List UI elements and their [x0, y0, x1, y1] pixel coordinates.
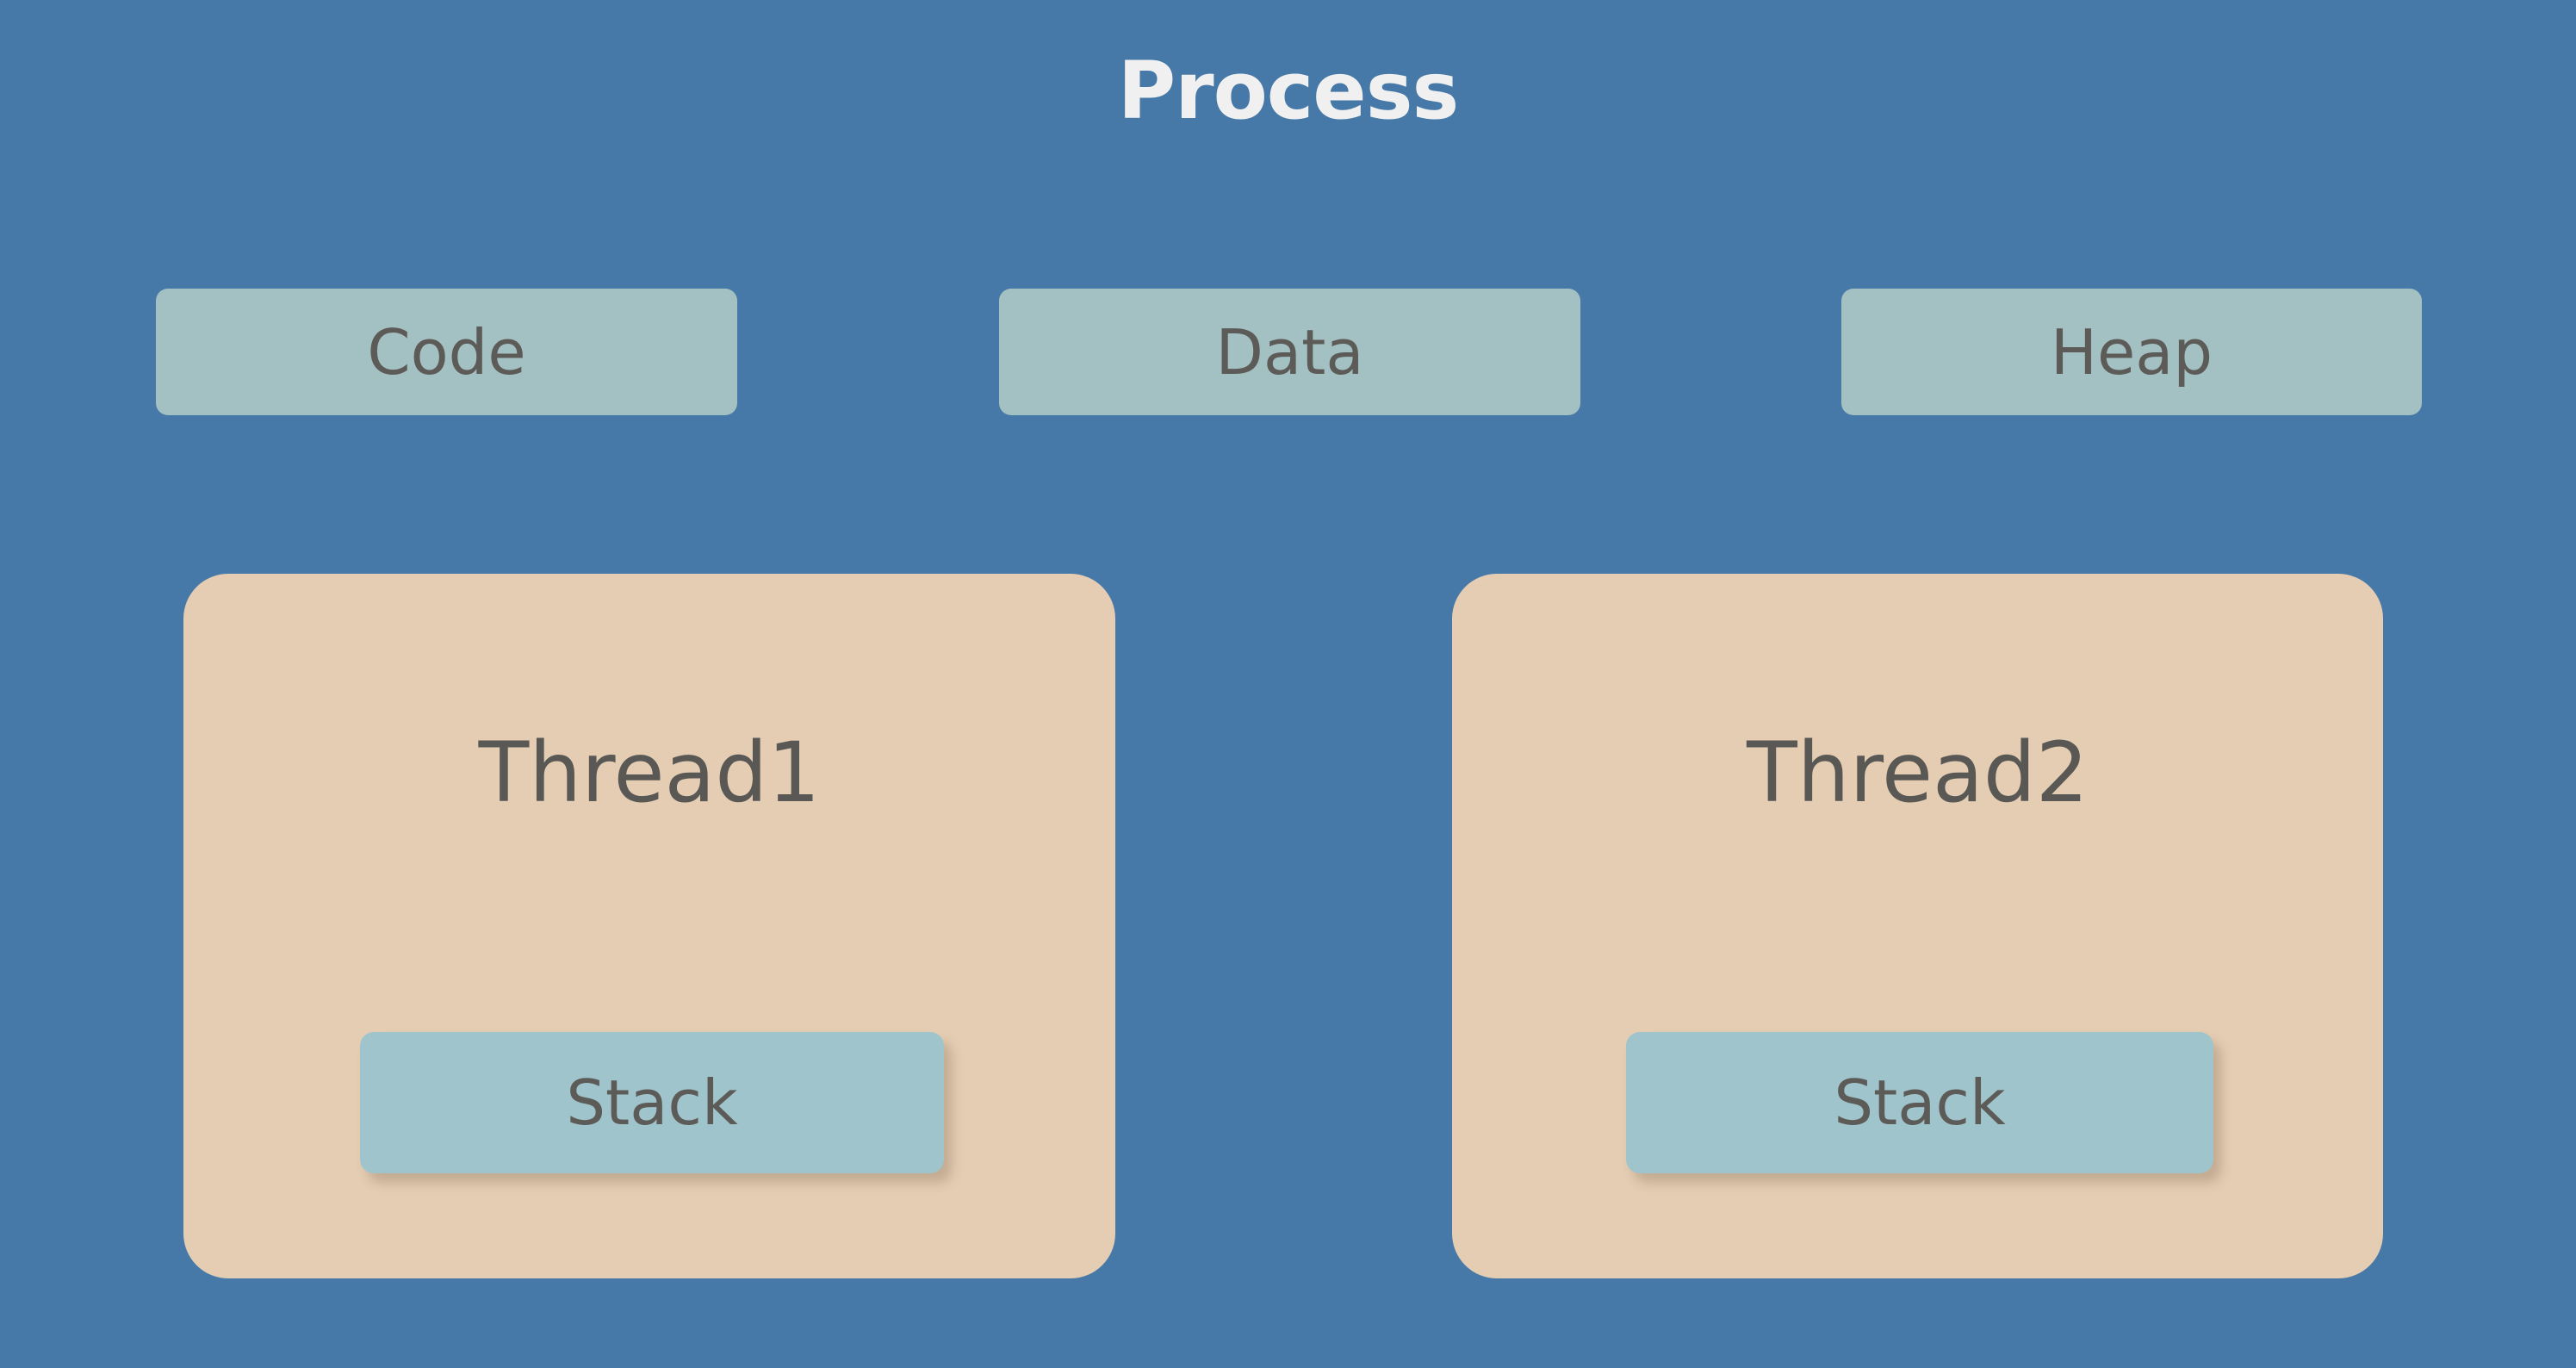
segment-label-heap: Heap [2050, 315, 2213, 389]
stack-label-thread2: Stack [1834, 1066, 2006, 1139]
thread-label-thread1: Thread1 [478, 724, 821, 821]
stack-box-thread1[interactable]: Stack [360, 1032, 944, 1173]
segment-box-code[interactable]: Code [156, 289, 737, 415]
thread-card-thread2[interactable]: Thread2 Stack [1452, 574, 2383, 1278]
segment-label-data: Data [1215, 315, 1364, 389]
segment-box-heap[interactable]: Heap [1841, 289, 2422, 415]
stack-label-thread1: Stack [566, 1066, 738, 1139]
thread-label-thread2: Thread2 [1747, 724, 2089, 821]
segment-label-code: Code [367, 315, 526, 389]
segment-box-data[interactable]: Data [999, 289, 1580, 415]
thread-card-thread1[interactable]: Thread1 Stack [183, 574, 1115, 1278]
process-title: Process [1117, 45, 1459, 137]
stack-box-thread2[interactable]: Stack [1626, 1032, 2213, 1173]
